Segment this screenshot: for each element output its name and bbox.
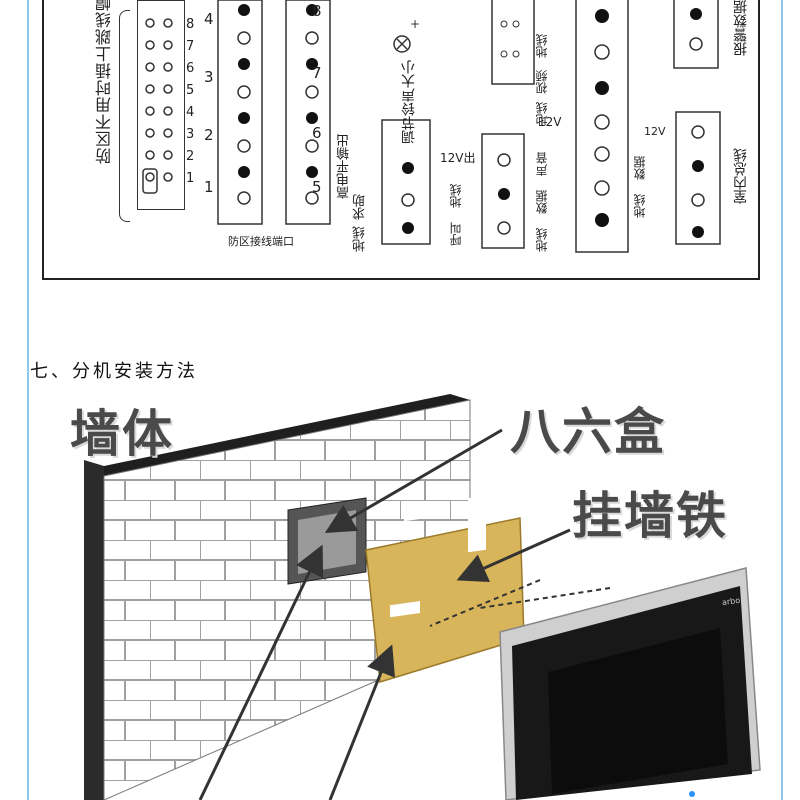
- mount-guide: [429, 579, 541, 627]
- svg-text:−: −: [384, 57, 394, 62]
- zone-terminal-blocks: [217, 0, 331, 225]
- zone-number: 7: [312, 64, 322, 82]
- terminal-c-label: 12V: [538, 115, 562, 129]
- jumper-number: 2: [186, 149, 195, 164]
- power-led: [689, 791, 695, 797]
- zone-number: 3: [204, 68, 214, 86]
- jumper-number: 5: [186, 83, 195, 98]
- page-margin-line-left: [27, 0, 29, 800]
- terminal-a-label: 地线: [353, 226, 368, 252]
- zone-number: 4: [204, 10, 214, 28]
- arrow-screw: [328, 644, 396, 800]
- bell-volume-icon: + −: [384, 17, 420, 62]
- bracket-hole: [404, 505, 432, 522]
- mount-guide: [479, 587, 611, 609]
- arrow-bracket: [456, 528, 571, 582]
- jumper-number: 3: [186, 127, 195, 142]
- bracket-hole: [468, 495, 486, 553]
- terminal-d: [675, 111, 721, 245]
- jumper-number: 4: [186, 105, 195, 120]
- terminal-d-label: 地线: [633, 194, 647, 218]
- box-label: 八六盒: [510, 403, 666, 461]
- terminal-a-label: 高电平输出: [337, 134, 352, 199]
- zone-port-title: 防区接线端口: [228, 235, 294, 248]
- wall-label: 墙体: [70, 405, 174, 463]
- terminal-c-label: 数据: [535, 190, 549, 214]
- zone-number: 8: [312, 2, 322, 20]
- wall-side: [84, 460, 104, 800]
- jumper-number: 1: [186, 171, 195, 186]
- jumper-header: [137, 0, 185, 210]
- terminal-a: [381, 119, 431, 245]
- arrow-box: [324, 428, 503, 534]
- alarm-data-connector: [673, 0, 719, 69]
- jumper-pins: [142, 18, 173, 194]
- terminal-a-label: 求助: [353, 194, 368, 220]
- zone-number: 5: [312, 178, 322, 196]
- connector-small: [491, 0, 535, 85]
- terminal-c-label: 地线: [535, 34, 549, 58]
- terminal-b-label: 12V出: [440, 151, 476, 165]
- zone-jumper-note: 防区不用时插上跳线帽: [95, 0, 114, 164]
- alarm-data-label: 报警数据: [733, 0, 749, 56]
- terminal-d-label: 12V: [644, 125, 666, 138]
- terminal-b-label: 呼叫: [449, 222, 463, 246]
- zone-number: 1: [204, 178, 214, 196]
- monitor-display: [548, 628, 728, 794]
- page-margin-line-right: [781, 0, 783, 800]
- terminal-c-label: 视频: [535, 70, 549, 94]
- jumper-brace: [119, 10, 130, 222]
- section-title: 七、分机安装方法: [30, 361, 198, 382]
- zone-number: 2: [204, 126, 214, 144]
- wiring-diagram: 防区不用时插上跳线帽 8 7 6 5 4: [42, 0, 760, 280]
- install-illustration: [84, 394, 761, 800]
- jumper-number: 7: [186, 39, 195, 54]
- terminal-c-label: 声音: [535, 152, 549, 176]
- terminal-d-label: 数据: [633, 156, 647, 180]
- zone-number: 6: [312, 124, 322, 142]
- jumper-number: 6: [186, 61, 195, 76]
- indoor-bus-label: 室内总线: [733, 148, 749, 204]
- terminal-b: [481, 133, 525, 249]
- bell-volume-label: 调节铃声大小: [401, 60, 417, 144]
- svg-text:+: +: [410, 17, 420, 31]
- jumper-number: 8: [186, 17, 195, 32]
- bracket-hole: [390, 600, 420, 618]
- arrow-screw: [198, 544, 324, 800]
- terminal-c: [575, 0, 629, 253]
- terminal-c-label: 地线: [535, 228, 549, 252]
- wall-top: [104, 394, 470, 476]
- bracket-label: 挂墙铁: [572, 487, 728, 545]
- terminal-b-label: 地线: [449, 184, 463, 208]
